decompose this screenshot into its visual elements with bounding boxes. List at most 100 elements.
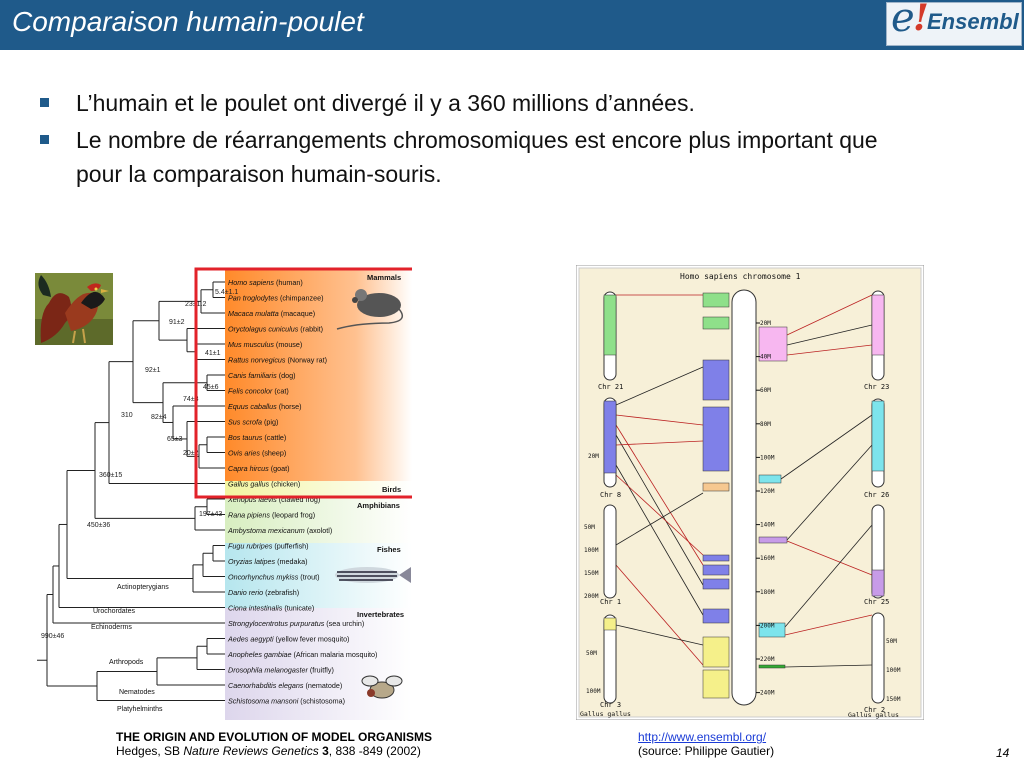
citation: THE ORIGIN AND EVOLUTION OF MODEL ORGANI… [116, 730, 432, 758]
species-latin: Fugu rubripes [228, 542, 273, 551]
chromosome-label: Chr 2 [864, 706, 885, 714]
axis-tick-label: 160M [760, 555, 775, 562]
species-latin: Ciona intestinalis [228, 604, 283, 613]
group-invertebrates: Invertebrates [357, 610, 404, 619]
species-common: (mouse) [274, 340, 302, 349]
species-latin: Aedes aegypti [227, 635, 274, 644]
species-label: Danio rerio (zebrafish) [228, 588, 299, 597]
species-latin: Anopheles gambiae [227, 650, 292, 659]
axis-tick-label: 50M [586, 650, 597, 657]
ensembl-link[interactable]: http://www.ensembl.org/ [638, 730, 767, 744]
species-latin: Ambystoma mexicanum [227, 526, 305, 535]
group-amphibians: Amphibians [357, 501, 400, 510]
species-common: (Norway rat) [286, 356, 328, 365]
species-latin: Homo sapiens [228, 278, 274, 287]
species-common: (rabbit) [298, 325, 323, 334]
species-common: (macaque) [279, 309, 315, 318]
axis-tick-label: 100M [586, 688, 601, 695]
node-label: 360±15 [99, 472, 122, 479]
axis-tick-label: 50M [886, 638, 897, 645]
axis-tick-label: 180M [760, 589, 775, 596]
rooster-photo [35, 273, 113, 345]
species-common: (fruitfly) [308, 666, 334, 675]
synteny-block [702, 482, 730, 492]
species-latin: Strongylocentrotus purpuratus [228, 619, 325, 628]
axis-tick-label: 60M [760, 387, 771, 394]
node-label: 45±6 [203, 384, 219, 391]
synteny-block [758, 622, 786, 638]
chromosome-label: Chr 26 [864, 491, 889, 499]
synteny-link [784, 524, 873, 628]
synteny-link [615, 474, 704, 556]
species-common: (leopard frog) [270, 511, 315, 520]
species-label: Xenopus laevis (clawed frog) [227, 495, 320, 504]
species-common: (pufferfish) [272, 542, 308, 551]
source-credit: (source: Philippe Gautier) [638, 744, 775, 758]
species-common: (goat) [269, 464, 290, 473]
axis-tick-label: 200M [760, 622, 775, 629]
species-label: Gallus gallus [848, 711, 899, 719]
chromosome-label: Chr 21 [598, 383, 623, 391]
birds-band [225, 481, 412, 498]
species-latin: Ovis aries [228, 449, 260, 458]
clade-label: Arthropods [109, 659, 144, 666]
synteny-block [758, 326, 788, 362]
species-label: Macaca mulatta (macaque) [228, 309, 315, 318]
synteny-link [615, 564, 704, 666]
species-latin: Felis concolor [228, 387, 273, 396]
chart-title: Homo sapiens chromosome 1 [680, 272, 801, 281]
axis-tick-label: 100M [760, 454, 775, 461]
species-common: (human) [274, 278, 303, 287]
species-common: (dog) [277, 371, 296, 380]
synteny-link [786, 324, 873, 346]
axis-tick-label: 50M [584, 524, 595, 531]
citation-journal: Nature Reviews Genetics [183, 744, 319, 758]
ensembl-synteny-figure: Homo sapiens chromosome 1 20M40M60M80M10… [576, 265, 924, 720]
synteny-link [784, 614, 873, 636]
node-label: 74±3 [183, 396, 199, 403]
synteny-link [786, 344, 873, 356]
chromosome-1 [603, 504, 617, 599]
species-latin: Oncorhynchus mykiss [228, 573, 299, 582]
synteny-block [702, 316, 730, 330]
synteny-link [786, 444, 873, 541]
species-latin: Equus caballus [228, 402, 277, 411]
group-fishes: Fishes [377, 545, 401, 554]
species-common: (clawed frog) [277, 495, 321, 504]
synteny-block [603, 617, 617, 631]
zebrafish-illustration [335, 567, 411, 583]
chromosome-label: Chr 23 [864, 383, 889, 391]
synteny-block [702, 608, 730, 624]
node-label: 20±2 [183, 450, 199, 457]
species-label: Strongylocentrotus purpuratus (sea urchi… [228, 619, 364, 628]
node-label: 5.4±1.1 [215, 289, 238, 296]
species-common: (nematode) [304, 681, 343, 690]
species-label: Fugu rubripes (pufferfish) [228, 542, 309, 551]
species-common: (pig) [262, 418, 278, 427]
species-label: Felis concolor (cat) [228, 387, 289, 396]
logo-wordmark: Ensembl [927, 9, 1019, 34]
chromosome-label: Chr 8 [600, 491, 621, 499]
species-label: Drosophila melanogaster (fruitfly) [228, 666, 334, 675]
species-latin: Macaca mulatta [228, 309, 279, 318]
species-label: Oryctolagus cuniculus (rabbit) [228, 325, 323, 334]
synteny-block [603, 294, 617, 356]
species-latin: Pan troglodytes [228, 294, 278, 303]
synteny-link [784, 664, 873, 668]
axis-tick-label: 100M [584, 547, 599, 554]
species-common: (horse) [277, 402, 302, 411]
species-latin: Danio rerio [228, 588, 263, 597]
logo-exclamation-glyph: ! [913, 0, 929, 39]
species-latin: Oryctolagus cuniculus [228, 325, 299, 334]
synteny-block [871, 569, 885, 597]
node-label: 92±1 [145, 367, 161, 374]
species-label: Rattus norvegicus (Norway rat) [228, 356, 327, 365]
synteny-link [615, 624, 704, 646]
species-common: (axolotl) [305, 526, 333, 535]
chromosome-3 [603, 614, 617, 704]
synteny-link [615, 414, 704, 426]
species-label: Caenorhabditis elegans (nematode) [228, 681, 342, 690]
species-label: Capra hircus (goat) [228, 464, 290, 473]
chromosome-label: Chr 25 [864, 598, 889, 606]
citation-heading: THE ORIGIN AND EVOLUTION OF MODEL ORGANI… [116, 730, 433, 744]
